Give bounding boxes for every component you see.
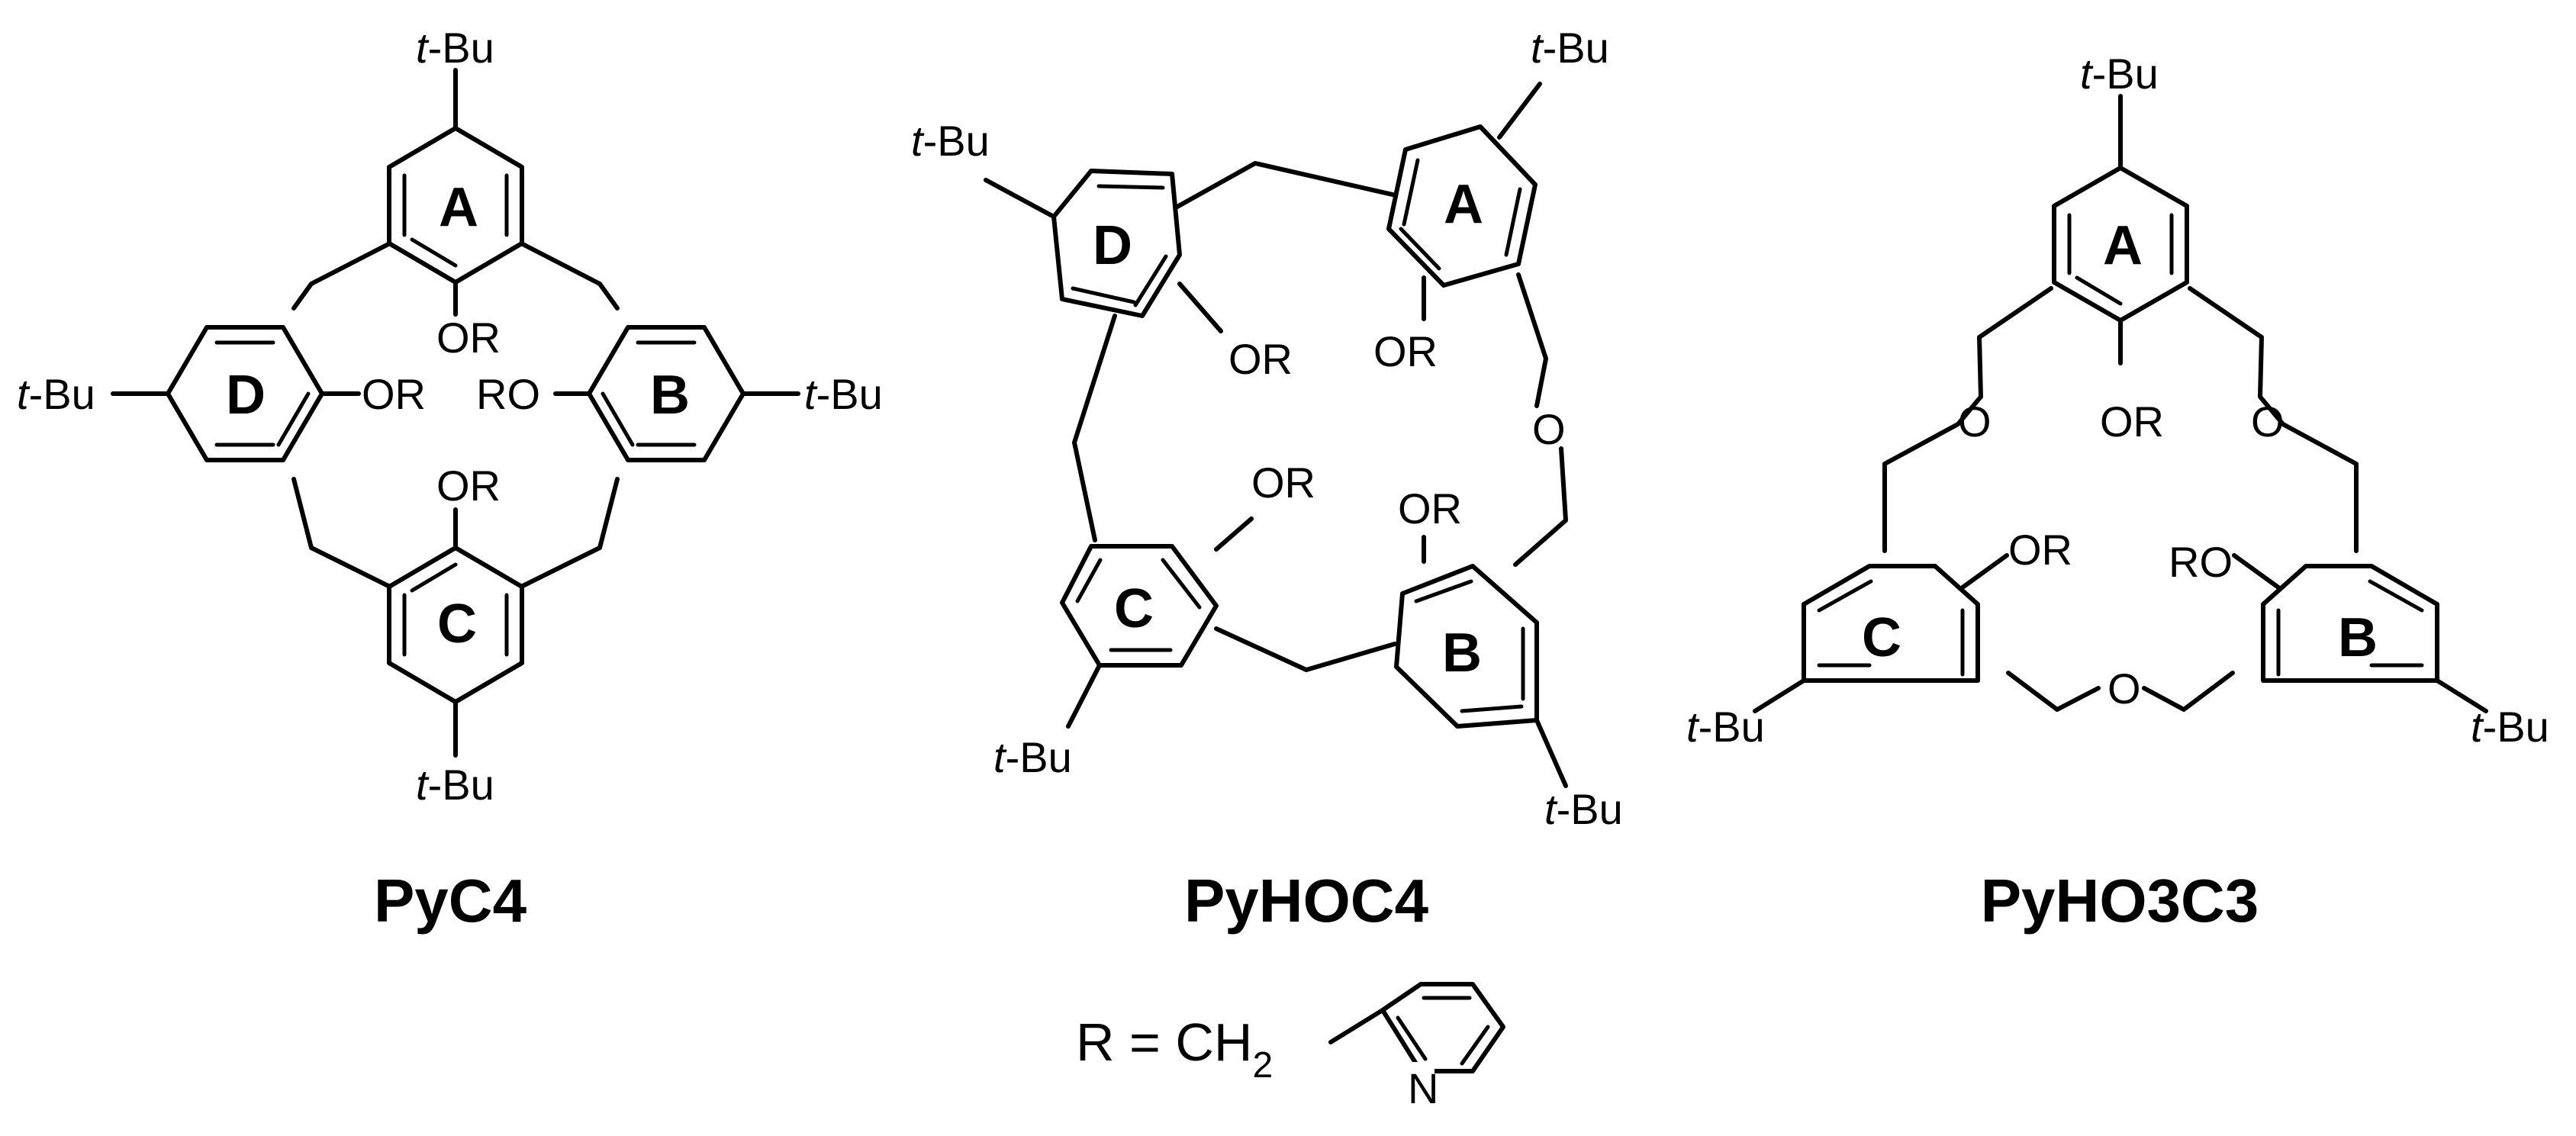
- pyho3c3-bridge-ab: [2188, 286, 2359, 553]
- pyho3c3-or-a: OR: [2100, 397, 2164, 446]
- r-group-definition: R = CH2 N: [1076, 982, 1505, 1112]
- pyhoc4-ring-c-label: C: [1114, 578, 1154, 639]
- pyhoc4-or-d-bond: [1177, 282, 1223, 333]
- pyhoc4-ring-c: [1060, 544, 1219, 668]
- pyhoc4-tbu-a-label: t-Bu: [1531, 24, 1609, 72]
- pyhoc4-ring-d: [1051, 169, 1182, 318]
- r-definition-label: R = CH2: [1076, 1012, 1273, 1086]
- pyc4-ring-d-label: D: [226, 365, 266, 426]
- pyc4-ring-d: [166, 325, 324, 462]
- pyho3c3-ether-o-left: O: [1958, 397, 1992, 446]
- pyc4-or-b: RO: [476, 370, 540, 418]
- pyhoc4-ring-a-label: A: [1444, 174, 1483, 235]
- molecule-pyhoc4: t-Bu t-Bu t-Bu t-Bu OR OR OR OR O A D C …: [911, 24, 1623, 935]
- pyho3c3-tbu-a-label: t-Bu: [2080, 50, 2159, 98]
- pyhoc4-title: PyHOC4: [1184, 867, 1429, 935]
- pyc4-title: PyC4: [374, 867, 527, 935]
- pyc4-or-a: OR: [436, 314, 501, 362]
- pyridine-n-mask: [1409, 1062, 1435, 1100]
- pyho3c3-ring-b-label: B: [2338, 607, 2378, 668]
- pyc4-or-c: OR: [436, 462, 501, 510]
- pyridine-nitrogen: N: [1408, 1064, 1438, 1112]
- pyho3c3-tbu-c-bond: [1753, 678, 1806, 713]
- pyc4-tbu-d-label: t-Bu: [17, 370, 95, 418]
- pyho3c3-ether-o-bottom: O: [2107, 665, 2141, 713]
- r-definition-prefix: R = CH: [1076, 1012, 1252, 1072]
- pyho3c3-bridge-cb: [2006, 671, 2235, 712]
- pyhoc4-tbu-d-bond: [984, 178, 1056, 219]
- pyhoc4-aromatic-bonds: [1071, 158, 1525, 713]
- r-definition-subscript: 2: [1252, 1045, 1273, 1086]
- pyc4-ring-b-label: B: [650, 365, 690, 426]
- pyho3c3-tbu-b-bond: [2435, 678, 2488, 713]
- pyc4-ring-a-label: A: [439, 177, 478, 238]
- pyho3c3-ring-c-label: C: [1862, 607, 1901, 668]
- pyhoc4-ether-o: O: [1532, 405, 1566, 453]
- pyho3c3-or-c-bond: [1960, 553, 2009, 590]
- pyhoc4-tbu-c-bond: [1066, 663, 1102, 729]
- pyhoc4-tbu-d-label: t-Bu: [911, 117, 990, 165]
- pyc4-bridge-ab: [520, 242, 620, 311]
- r-ch2-bond: [1328, 1008, 1385, 1044]
- pyc4-or-d: OR: [362, 370, 426, 418]
- pyhoc4-bridge-dc: [1072, 314, 1117, 542]
- pyhoc4-bridge-da: [1174, 161, 1405, 210]
- pyho3c3-or-b-bond: [2232, 553, 2281, 590]
- pyhoc4-bridge-ab-ether: [1516, 272, 1548, 408]
- pyhoc4-ring-b-label: B: [1442, 623, 1482, 684]
- pyho3c3-or-c: OR: [2008, 526, 2072, 574]
- pyc4-tbu-b-label: t-Bu: [804, 370, 883, 418]
- pyc4-ring-b: [587, 325, 745, 462]
- pyhoc4-or-c: OR: [1251, 459, 1315, 507]
- pyhoc4-or-d: OR: [1228, 335, 1293, 383]
- pyho3c3-or-b: RO: [2169, 538, 2233, 586]
- pyhoc4-ring-b: [1394, 564, 1539, 729]
- pyho3c3-ring-a-label: A: [2103, 215, 2143, 276]
- pyhoc4-or-a: OR: [1373, 327, 1438, 375]
- pyhoc4-ring-d-label: D: [1093, 215, 1132, 276]
- pyho3c3-tbu-b-label: t-Bu: [2471, 703, 2549, 751]
- pyhoc4-ring-a: [1386, 124, 1538, 288]
- pyc4-tbu-c-label: t-Bu: [416, 761, 494, 809]
- pyridine-aromatic-bonds: [1396, 996, 1490, 1066]
- pyho3c3-ether-o-right: O: [2251, 397, 2285, 446]
- pyho3c3-bridge-ac: [1882, 286, 2053, 553]
- pyc4-ring-c-label: C: [437, 594, 477, 655]
- molecule-pyho3c3: t-Bu t-Bu t-Bu OR OR RO O O O A C B PyHO…: [1686, 50, 2549, 935]
- pyc4-bridge-bc: [520, 477, 620, 588]
- pyhoc4-or-c-bond: [1214, 517, 1254, 552]
- pyc4-bridge-dc: [291, 477, 391, 588]
- pyc4-bridge-ad: [291, 242, 391, 311]
- pyho3c3-aromatic-bonds: [1817, 213, 2424, 677]
- pyho3c3-tbu-c-label: t-Bu: [1686, 703, 1765, 751]
- molecule-pyc4: t-Bu t-Bu t-Bu t-Bu OR OR RO OR A B C D …: [17, 24, 883, 935]
- pyho3c3-title: PyHO3C3: [1981, 867, 2259, 935]
- pyhoc4-bridge-ab-ether2: [1513, 446, 1568, 567]
- pyhoc4-tbu-c-label: t-Bu: [993, 733, 1072, 781]
- pyc4-tbu-a-label: t-Bu: [416, 24, 494, 72]
- pyc4-aromatic-bonds: [214, 173, 697, 657]
- pyhoc4-tbu-a-bond: [1497, 82, 1542, 140]
- pyhoc4-tbu-b-label: t-Bu: [1544, 785, 1623, 833]
- pyhoc4-tbu-b-bond: [1534, 718, 1568, 788]
- pyhoc4-bridge-cb: [1214, 626, 1397, 672]
- pyhoc4-or-b: OR: [1398, 484, 1462, 533]
